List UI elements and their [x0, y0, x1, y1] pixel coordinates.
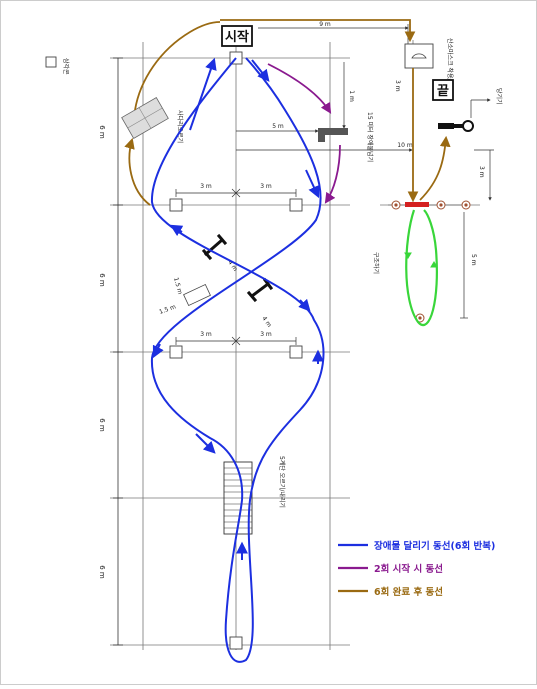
start-label: 시작: [225, 29, 249, 45]
green-hose-loop: [405, 209, 438, 326]
dim-left-6m-1: 6 m: [98, 125, 106, 139]
cone-bottom: [229, 636, 243, 650]
dim-left-6m-4: 6 m: [98, 565, 106, 579]
start-marker: 시작: [221, 25, 253, 47]
brown-route: [124, 19, 451, 206]
cone-row1-left: [169, 198, 183, 212]
dim-row1-3m-b: 3 m: [260, 183, 272, 190]
dim-mid-5m: 5 m: [272, 123, 284, 130]
right-3m-dimension: [474, 149, 494, 201]
blue-arrows: [152, 57, 324, 560]
pull-station: [438, 120, 474, 132]
legend: 장애물 달리기 동선(6회 반복) 2회 시작 시 동선 6회 완료 후 동선: [338, 540, 495, 598]
legend-label-2: 6회 완료 후 동선: [374, 586, 443, 598]
rope-climb-label: 5계단 오르기/내리기: [278, 456, 286, 508]
dim-beam-1m: 1 m: [348, 90, 355, 102]
mid-dimensions: [236, 62, 413, 152]
dim-right-3m-b: 3 m: [394, 80, 401, 92]
cone-row1-right: [289, 198, 303, 212]
dim-cross-1-5m: 1.5 m: [172, 277, 183, 296]
top-right-box-label: 산소마스크 착용/벗기: [446, 38, 454, 92]
dim-hose-5m: 5 m: [470, 254, 477, 266]
ladder-apparatus: [121, 97, 169, 139]
dim-mid-10m: 10 m: [397, 142, 413, 149]
hose-line: [388, 200, 471, 323]
cone-row2-right: [289, 345, 303, 359]
dim-cross-1-5m-b: 1.5 m: [158, 303, 177, 316]
ladder-climb-label: 사다리오르기: [176, 110, 184, 143]
beam-hurdle: [318, 128, 348, 142]
dim-row2-3m-b: 3 m: [260, 331, 272, 338]
dim-left-6m-3: 6 m: [98, 418, 106, 432]
cone-legend-label: 삼각콘: [62, 58, 70, 75]
stair-block: [223, 461, 253, 535]
end-label: 끝: [437, 84, 449, 99]
end-marker: 끝: [432, 79, 454, 101]
cone-legend-icon: [45, 56, 57, 68]
row2-dimension: [175, 336, 297, 346]
dim-right-3m: 3 m: [478, 166, 485, 178]
pull-station-label: 당기기: [495, 88, 503, 105]
guide-lines: [110, 40, 480, 650]
legend-label-0: 장애물 달리기 동선(6회 반복): [374, 540, 495, 552]
top-9m-dimension: [258, 24, 409, 44]
hurdle-upper: [201, 233, 228, 261]
cones: [169, 51, 303, 650]
purple-route: [267, 63, 341, 204]
dim-row1-3m-a: 3 m: [200, 183, 212, 190]
legend-label-1: 2회 시작 시 동선: [374, 563, 443, 575]
row1-dimension: [175, 188, 297, 198]
beam-cross-label: 15 미터 장애물넘기: [366, 112, 374, 162]
dim-cross-4m-b: 4 m: [260, 315, 272, 329]
blue-route: [150, 57, 325, 663]
hose-label: 구조하기: [372, 252, 380, 274]
hurdle-lower: [246, 277, 274, 303]
hose-5m-dimension: [460, 212, 468, 319]
cone-row2-left: [169, 345, 183, 359]
pull-arrow: [470, 98, 491, 118]
left-dimension-line: [113, 57, 123, 646]
dim-left-6m-2: 6 m: [98, 273, 106, 287]
dim-top-9m: 9 m: [319, 21, 331, 28]
sandbag-box: [183, 283, 211, 307]
dim-row2-3m-a: 3 m: [200, 331, 212, 338]
green-arrows: [404, 252, 438, 268]
mask-station: [404, 43, 434, 69]
